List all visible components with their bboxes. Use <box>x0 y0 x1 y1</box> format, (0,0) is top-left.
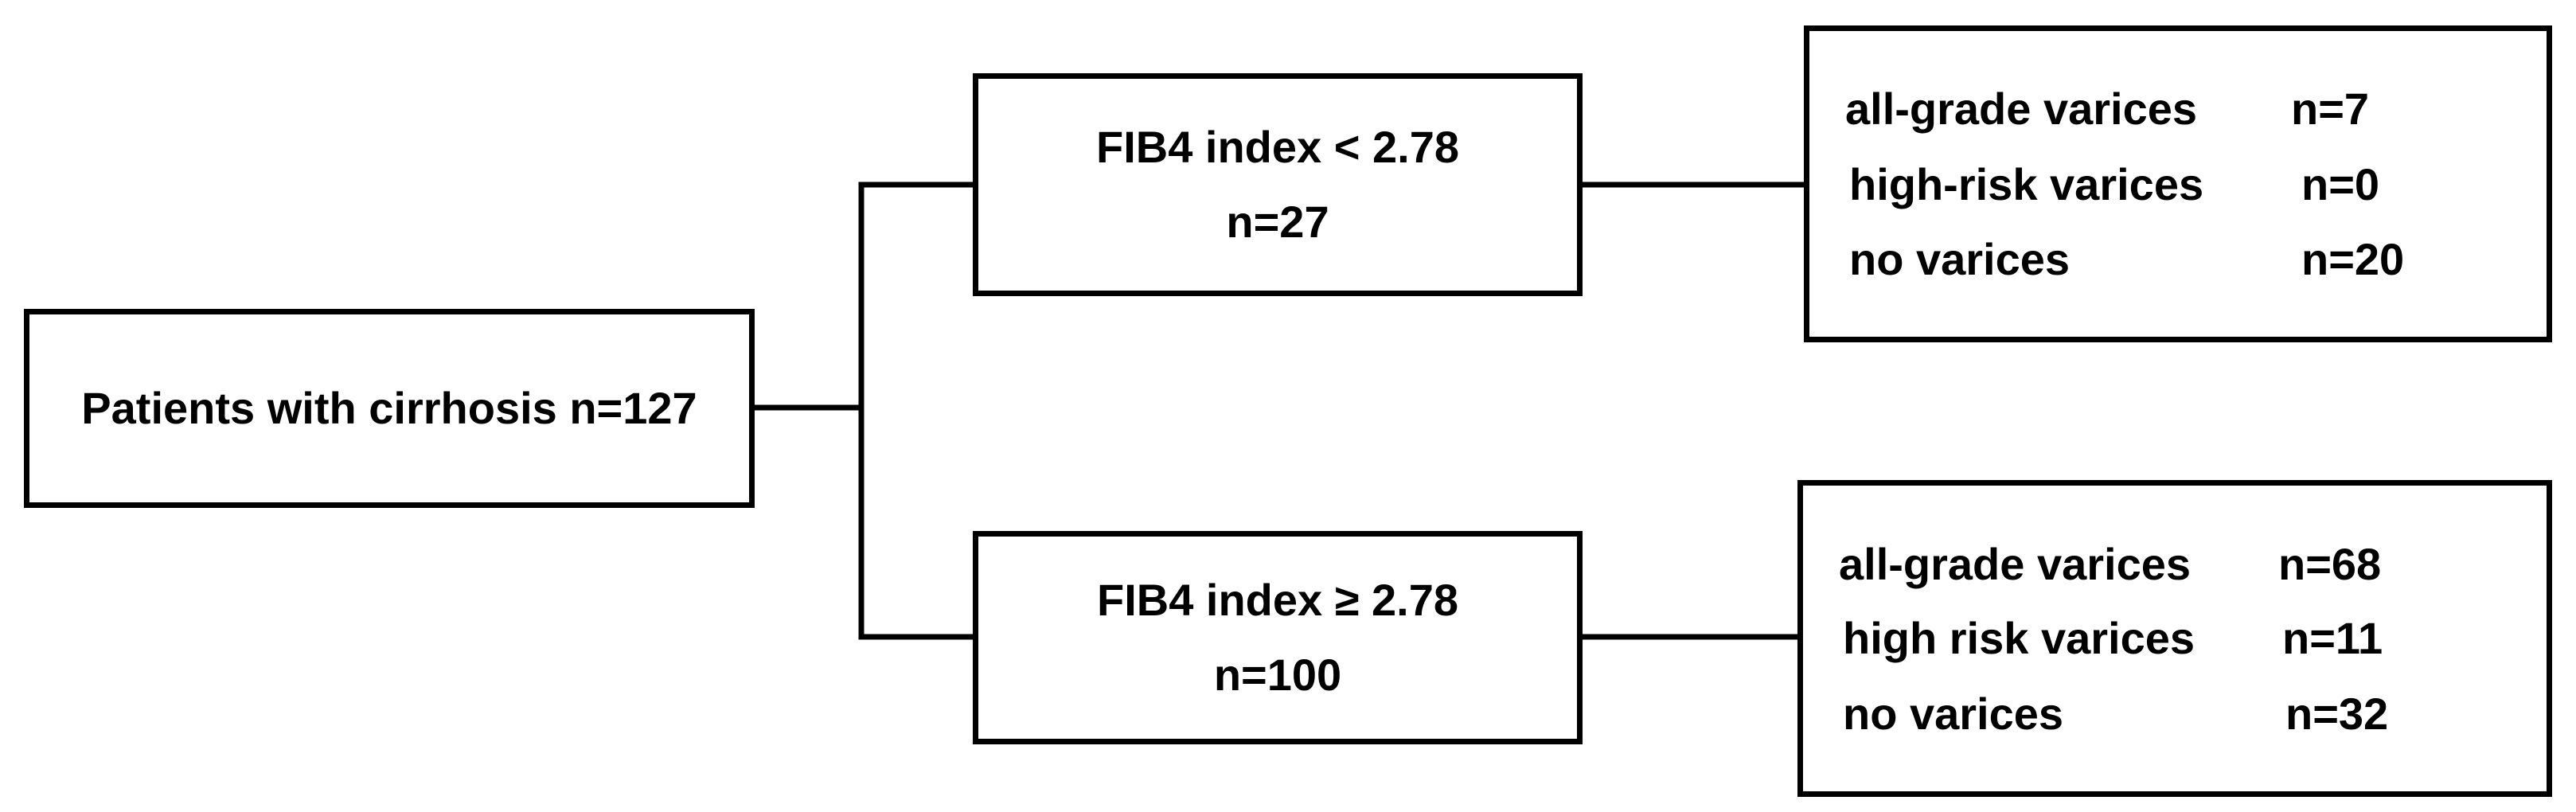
outcome-count: n=7 <box>2291 84 2370 134</box>
outcome-box-high-fib4: all-grade varices n=68 high risk varices… <box>1797 480 2552 797</box>
outcome-row: no varices n=32 <box>1803 686 2547 742</box>
outcome-name: high risk varices <box>1843 613 2195 663</box>
branch-count: n=100 <box>1213 650 1342 700</box>
outcome-name: no varices <box>1849 234 2071 284</box>
branch-criterion: FIB4 index < 2.78 <box>1096 122 1459 172</box>
outcome-name: high-risk varices <box>1849 159 2204 209</box>
branch-criterion: FIB4 index ≥ 2.78 <box>1096 575 1458 625</box>
outcome-count: n=32 <box>2285 689 2389 739</box>
outcome-row: high risk varices n=11 <box>1803 611 2547 666</box>
outcome-count: n=68 <box>2278 539 2382 589</box>
branch-count: n=27 <box>1226 197 1329 247</box>
branch-box-low-fib4: FIB4 index < 2.78 n=27 <box>973 73 1583 296</box>
outcome-count: n=0 <box>2301 159 2380 209</box>
outcome-row: all-grade varices n=68 <box>1803 537 2547 592</box>
root-label: Patients with cirrhosis n=127 <box>81 383 697 433</box>
branch-box-high-fib4: FIB4 index ≥ 2.78 n=100 <box>973 531 1583 744</box>
outcome-count: n=11 <box>2282 613 2383 663</box>
outcome-row: high-risk varices n=0 <box>1809 157 2547 213</box>
outcome-row: no varices n=20 <box>1809 232 2547 287</box>
outcome-name: all-grade varices <box>1845 84 2198 134</box>
outcome-row: all-grade varices n=7 <box>1809 81 2547 137</box>
outcome-name: all-grade varices <box>1839 539 2192 589</box>
root-box: Patients with cirrhosis n=127 <box>24 309 755 508</box>
outcome-box-low-fib4: all-grade varices n=7 high-risk varices … <box>1804 25 2552 342</box>
outcome-count: n=20 <box>2301 234 2405 284</box>
outcome-name: no varices <box>1843 689 2064 739</box>
